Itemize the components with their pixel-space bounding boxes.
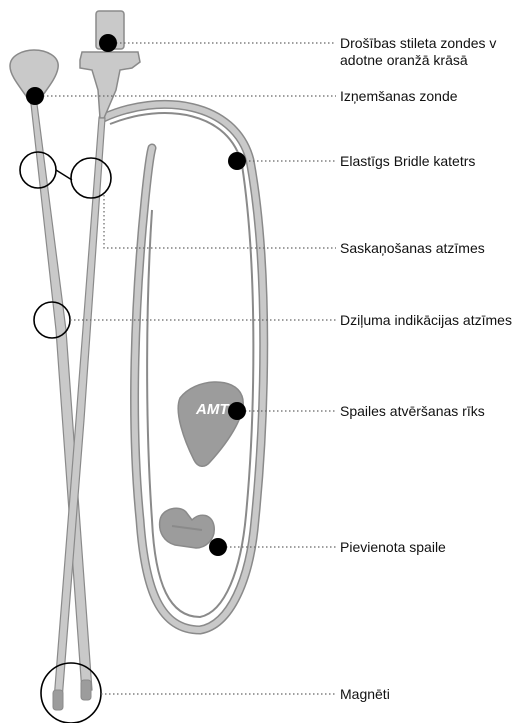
magnet-tip-right xyxy=(80,679,92,701)
callout-retrieval-probe: Izņemšanas zonde xyxy=(340,88,458,104)
callout-stylet: Drošības stileta zondes v adotne oranžā … xyxy=(340,35,496,69)
black-dot-icon xyxy=(228,402,246,420)
magnet-tips xyxy=(52,679,92,711)
callout-bridle-catheter: Elastīgs Bridle katetrs xyxy=(340,153,476,169)
highlight-circles xyxy=(19,151,112,723)
magnet-tip-left xyxy=(52,689,64,711)
leader-lines xyxy=(35,42,336,695)
callout-magnets: Magnēti xyxy=(340,686,390,702)
clip-tool-body xyxy=(177,381,244,467)
leader-alignment-marks xyxy=(103,195,336,249)
black-dot-icon xyxy=(228,152,246,170)
callout-depth-marks: Dziļuma indikācijas atzīmes xyxy=(340,312,512,328)
device-illustration: AMT xyxy=(9,10,269,723)
alignment-mark-circle xyxy=(70,157,112,199)
black-dot-icon xyxy=(26,87,44,105)
catheter-outer-stroke xyxy=(98,99,269,635)
callout-stylet-line2: adotne oranžā krāsā xyxy=(340,52,468,68)
black-dot-icon xyxy=(99,34,117,52)
circle-connector xyxy=(55,169,73,181)
black-dot-icon xyxy=(209,538,227,556)
clip-opening-tool: AMT xyxy=(177,381,244,467)
catheter-inner-fill xyxy=(100,101,267,634)
amt-logo-icon: AMT xyxy=(195,401,230,418)
attached-clip xyxy=(158,507,215,549)
bridle-catheter-tube xyxy=(98,99,269,635)
magnet-circle xyxy=(40,662,102,723)
pointer-dots xyxy=(26,34,246,556)
retrieval-probe-bulb xyxy=(9,49,59,105)
callout-clip-tool: Spailes atvēršanas rīks xyxy=(340,403,485,419)
callout-stylet-line1: Drošības stileta zondes v xyxy=(340,35,497,51)
clip-hinge xyxy=(171,525,203,531)
callout-clip: Pievienota spaile xyxy=(340,539,446,555)
callout-alignment-marks: Saskaņošanas atzīmes xyxy=(340,240,485,256)
